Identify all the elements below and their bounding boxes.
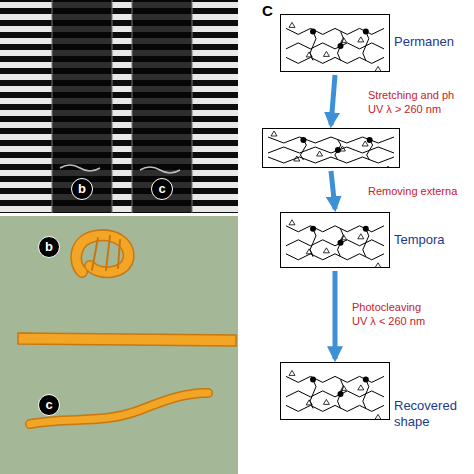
crosslink-dot <box>363 226 369 232</box>
pendant-group <box>339 146 345 151</box>
network-schematic <box>280 362 390 420</box>
network-schematic <box>262 128 400 168</box>
crosslink <box>310 229 316 257</box>
network-box: Recovered shape <box>280 362 390 420</box>
box-outline <box>281 363 390 420</box>
network-box: Tempora <box>280 212 390 268</box>
polymer-chain <box>286 226 384 232</box>
sample-letter: c <box>38 394 60 416</box>
pendant-group <box>289 370 295 375</box>
pendant-group <box>375 414 381 419</box>
process-arrow <box>331 75 335 125</box>
polymer-chain <box>286 391 384 397</box>
sample-letter: c <box>151 178 173 200</box>
pendant-group <box>358 234 364 239</box>
pendant-group <box>385 166 391 168</box>
step-label: Removing externa <box>368 184 470 198</box>
network-schematic <box>280 212 390 268</box>
polymer-chain <box>286 28 384 34</box>
pendant-group <box>358 37 364 42</box>
crosslink <box>338 229 344 257</box>
polymer-chain <box>286 254 384 260</box>
pendant-group <box>341 235 347 240</box>
coiled-strip <box>76 235 128 272</box>
sample-letter: b <box>71 178 93 200</box>
pendant-group <box>271 131 277 136</box>
crosslink-dot <box>300 137 306 143</box>
polymer-chain <box>286 43 384 49</box>
box-outline <box>281 15 390 72</box>
polymer-chain <box>268 157 394 163</box>
pendant-group <box>323 399 329 404</box>
network-box: Permanen <box>280 14 390 72</box>
crosslink <box>363 31 369 60</box>
polymer-chain <box>286 376 384 382</box>
pendant-group <box>323 51 329 56</box>
striped-background <box>0 0 238 213</box>
pendant-group <box>362 141 368 146</box>
box-outline <box>263 129 400 168</box>
pendant-group <box>289 22 295 27</box>
crosslink <box>363 229 369 257</box>
network-schematic <box>280 14 390 72</box>
sample-letter: b <box>38 236 60 258</box>
network-box <box>262 128 400 168</box>
transparent-strip <box>132 0 192 213</box>
pendant-group <box>358 385 364 390</box>
crosslink-dot <box>363 376 369 382</box>
straight-strip <box>18 333 236 346</box>
pendant-group <box>323 248 329 253</box>
curved-strip <box>30 393 208 424</box>
state-label: Permanen <box>394 34 470 50</box>
crosslink <box>310 31 316 60</box>
green-background <box>0 216 238 474</box>
pendant-group <box>341 385 347 390</box>
polymer-chain <box>286 57 384 63</box>
panel-letter: C <box>262 2 273 19</box>
step-label: Photocleaving UV λ < 260 nm <box>352 300 430 329</box>
pendant-group <box>341 37 347 42</box>
crosslink-dot <box>338 43 344 49</box>
step-label: Stretching and ph UV λ > 260 nm <box>368 88 463 117</box>
pendant-group <box>294 156 300 161</box>
crosslink-dot <box>367 137 373 143</box>
pendant-group <box>306 400 312 405</box>
crosslink-dot <box>310 226 316 232</box>
process-arrow <box>333 271 338 359</box>
polymer-chain <box>286 240 384 246</box>
pendant-group <box>306 249 312 254</box>
crosslink <box>338 379 344 408</box>
crosslink-dot <box>363 28 369 34</box>
crosslink <box>310 379 316 408</box>
box-outline <box>281 213 390 268</box>
pendant-group <box>317 151 323 156</box>
pendant-group <box>375 263 381 268</box>
polymer-chain <box>268 147 394 153</box>
pendant-group <box>289 220 295 225</box>
state-label: Recovered shape <box>394 398 470 431</box>
state-label: Tempora <box>394 232 470 248</box>
polymer-chain <box>286 405 384 411</box>
process-arrow <box>331 171 335 209</box>
crosslink <box>338 31 344 60</box>
crosslink-dot <box>310 28 316 34</box>
crosslink-dot <box>310 376 316 382</box>
transparent-strip <box>52 0 112 213</box>
polymer-chain <box>268 137 394 143</box>
crosslink-dot <box>338 240 344 246</box>
pendant-group <box>375 66 381 71</box>
crosslink <box>363 379 369 408</box>
pendant-group <box>306 52 312 57</box>
crosslink-dot <box>338 391 344 397</box>
